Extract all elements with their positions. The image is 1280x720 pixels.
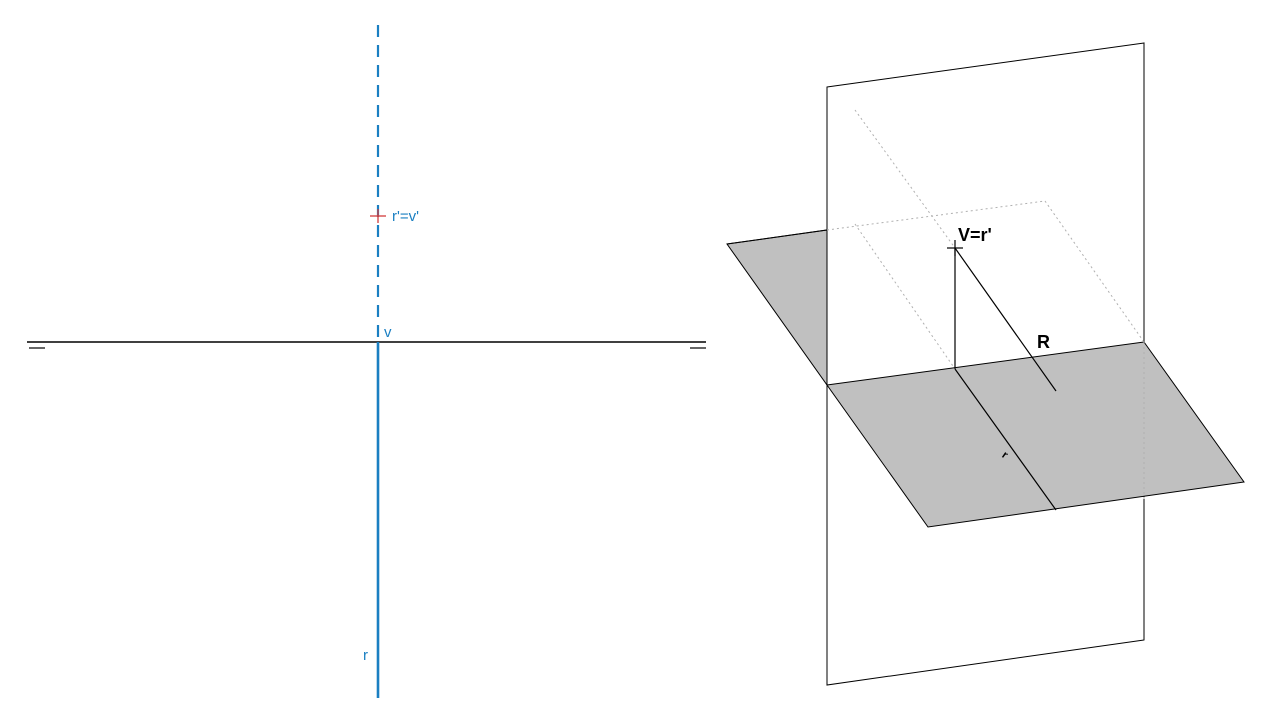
perspective-view: V=r' R r [726,42,1245,686]
label-r: r [363,647,368,664]
horizontal-plane-back [726,229,828,387]
horizontal-plane-front [826,341,1245,528]
dihedral-view: r'=v' v r [27,25,706,698]
label-v-r-prime: V=r' [958,225,992,245]
label-r-prime-v-prime: r'=v' [392,208,419,225]
vertical-plane [826,42,1145,686]
horizontal-plane-back-edge [726,229,828,245]
label-r-3d: r [1000,449,1011,462]
label-v: v [384,324,392,341]
line-r-3d [954,368,1057,511]
label-R: R [1037,332,1050,352]
hidden-lines [826,109,1145,500]
line-through-v [954,247,1057,392]
